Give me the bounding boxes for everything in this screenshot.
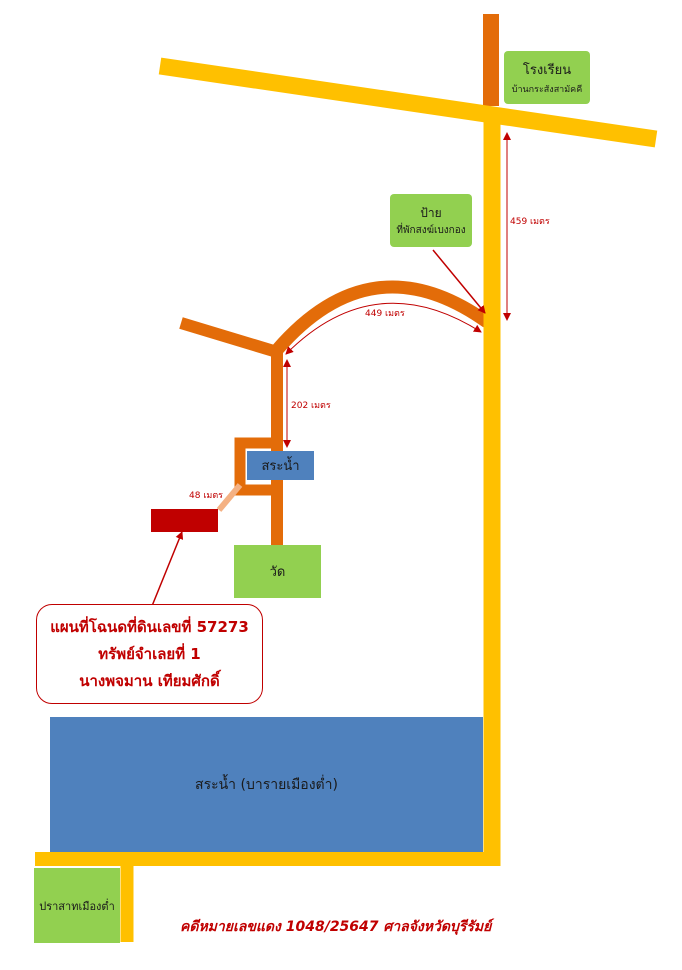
- callout-line3: นางพจมาน เทียมศักดิ์: [79, 671, 220, 690]
- plot-pointer-arrow: [151, 531, 184, 607]
- sign-label: ป้าย ที่พักสงฆ์เบงกอง: [390, 194, 472, 247]
- large-pond-label: สระน้ำ (บารายเมืองต่ำ): [195, 776, 338, 793]
- sign-line2: ที่พักสงฆ์เบงกอง: [396, 224, 466, 236]
- temple: วัด: [234, 545, 321, 598]
- local-road-loop: [234, 437, 277, 496]
- case-caption: คดีหมายเลขแดง 1048/25647 ศาลจังหวัดบุรีร…: [180, 919, 492, 935]
- callout-line1: แผนที่โฉนดที่ดินเลขที่ 57273: [50, 617, 249, 636]
- castle-label: ปราสาทเมืองต่ำ: [39, 899, 115, 913]
- school-label: โรงเรียน บ้านกระสังสามัคคี: [504, 51, 590, 104]
- small-pond-label: สระน้ำ: [261, 459, 300, 474]
- large-pond: สระน้ำ (บารายเมืองต่ำ): [50, 717, 483, 852]
- temple-label: วัด: [269, 565, 286, 580]
- school-location: บ้านกระสังสามัคคี: [511, 85, 583, 95]
- school-name: โรงเรียน: [522, 63, 572, 78]
- castle: ปราสาทเมืองต่ำ: [34, 868, 120, 943]
- small-pond: สระน้ำ: [247, 451, 314, 480]
- land-plot: [151, 509, 218, 532]
- local-road-branch-west: [179, 317, 279, 358]
- distance-label-449: 449 เมตร: [365, 309, 405, 319]
- sign-pointer-arrow: [432, 249, 486, 314]
- dimension-line-449: [285, 302, 482, 355]
- callout-line2: ทรัพย์จำเลยที่ 1: [98, 644, 201, 663]
- deed-callout: แผนที่โฉนดที่ดินเลขที่ 57273 ทรัพย์จำเลย…: [36, 604, 263, 704]
- distance-label-459: 459 เมตร: [510, 217, 550, 227]
- distance-label-202: 202 เมตร: [291, 401, 331, 411]
- access-path: [216, 483, 243, 512]
- sign-line1: ป้าย: [420, 205, 442, 220]
- distance-label-48: 48 เมตร: [189, 491, 224, 501]
- main-road-diagonal: [158, 57, 658, 148]
